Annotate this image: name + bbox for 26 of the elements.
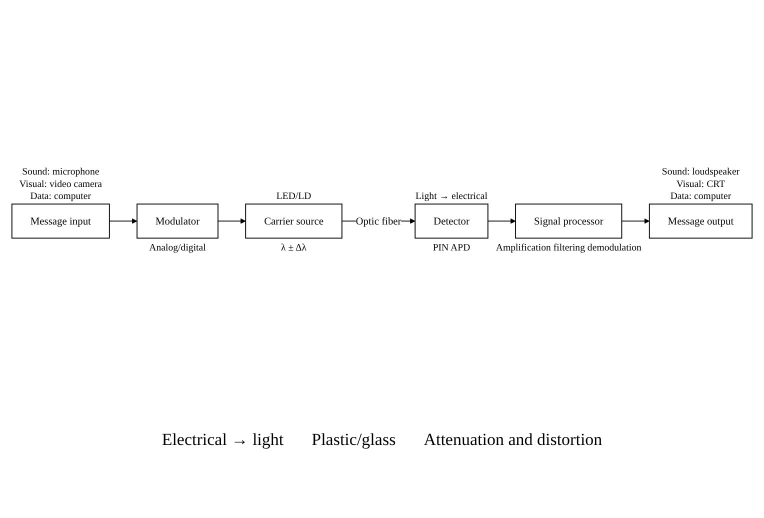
node-caption: Sound: microphone [22, 166, 100, 178]
node-caption: Sound: loudspeaker [662, 166, 740, 178]
edge-label: Optic fiber [356, 215, 402, 227]
node-caption: Analog/digital [149, 242, 206, 254]
node-box: Message input [11, 204, 110, 239]
node-box: Message output [648, 204, 753, 239]
arrow [218, 218, 246, 224]
node-caption: Visual: video camera [19, 178, 102, 190]
node-caption: Light → electrical [416, 191, 488, 202]
node-box: Carrier source [245, 204, 342, 239]
node-caption: λ ± Δλ [281, 242, 307, 254]
fiber-note: Attenuation and distortion [424, 430, 602, 450]
node-caption: Visual: CRT [676, 178, 726, 190]
fiber-note: Plastic/glass [312, 430, 396, 450]
node-box: Signal processor [515, 204, 622, 239]
arrow [108, 218, 138, 224]
node-caption: Amplification filtering demodulation [496, 242, 642, 254]
arrow [487, 218, 516, 224]
fiber-note: Electrical → light [162, 430, 284, 450]
node-box: Modulator [136, 204, 218, 239]
node-caption: PIN APD [432, 242, 470, 254]
node-caption: LED/LD [276, 191, 312, 202]
node-caption: Data: computer [30, 191, 92, 202]
arrow [621, 218, 650, 224]
node-box: Detector [414, 204, 488, 239]
node-caption: Data: computer [670, 191, 732, 202]
